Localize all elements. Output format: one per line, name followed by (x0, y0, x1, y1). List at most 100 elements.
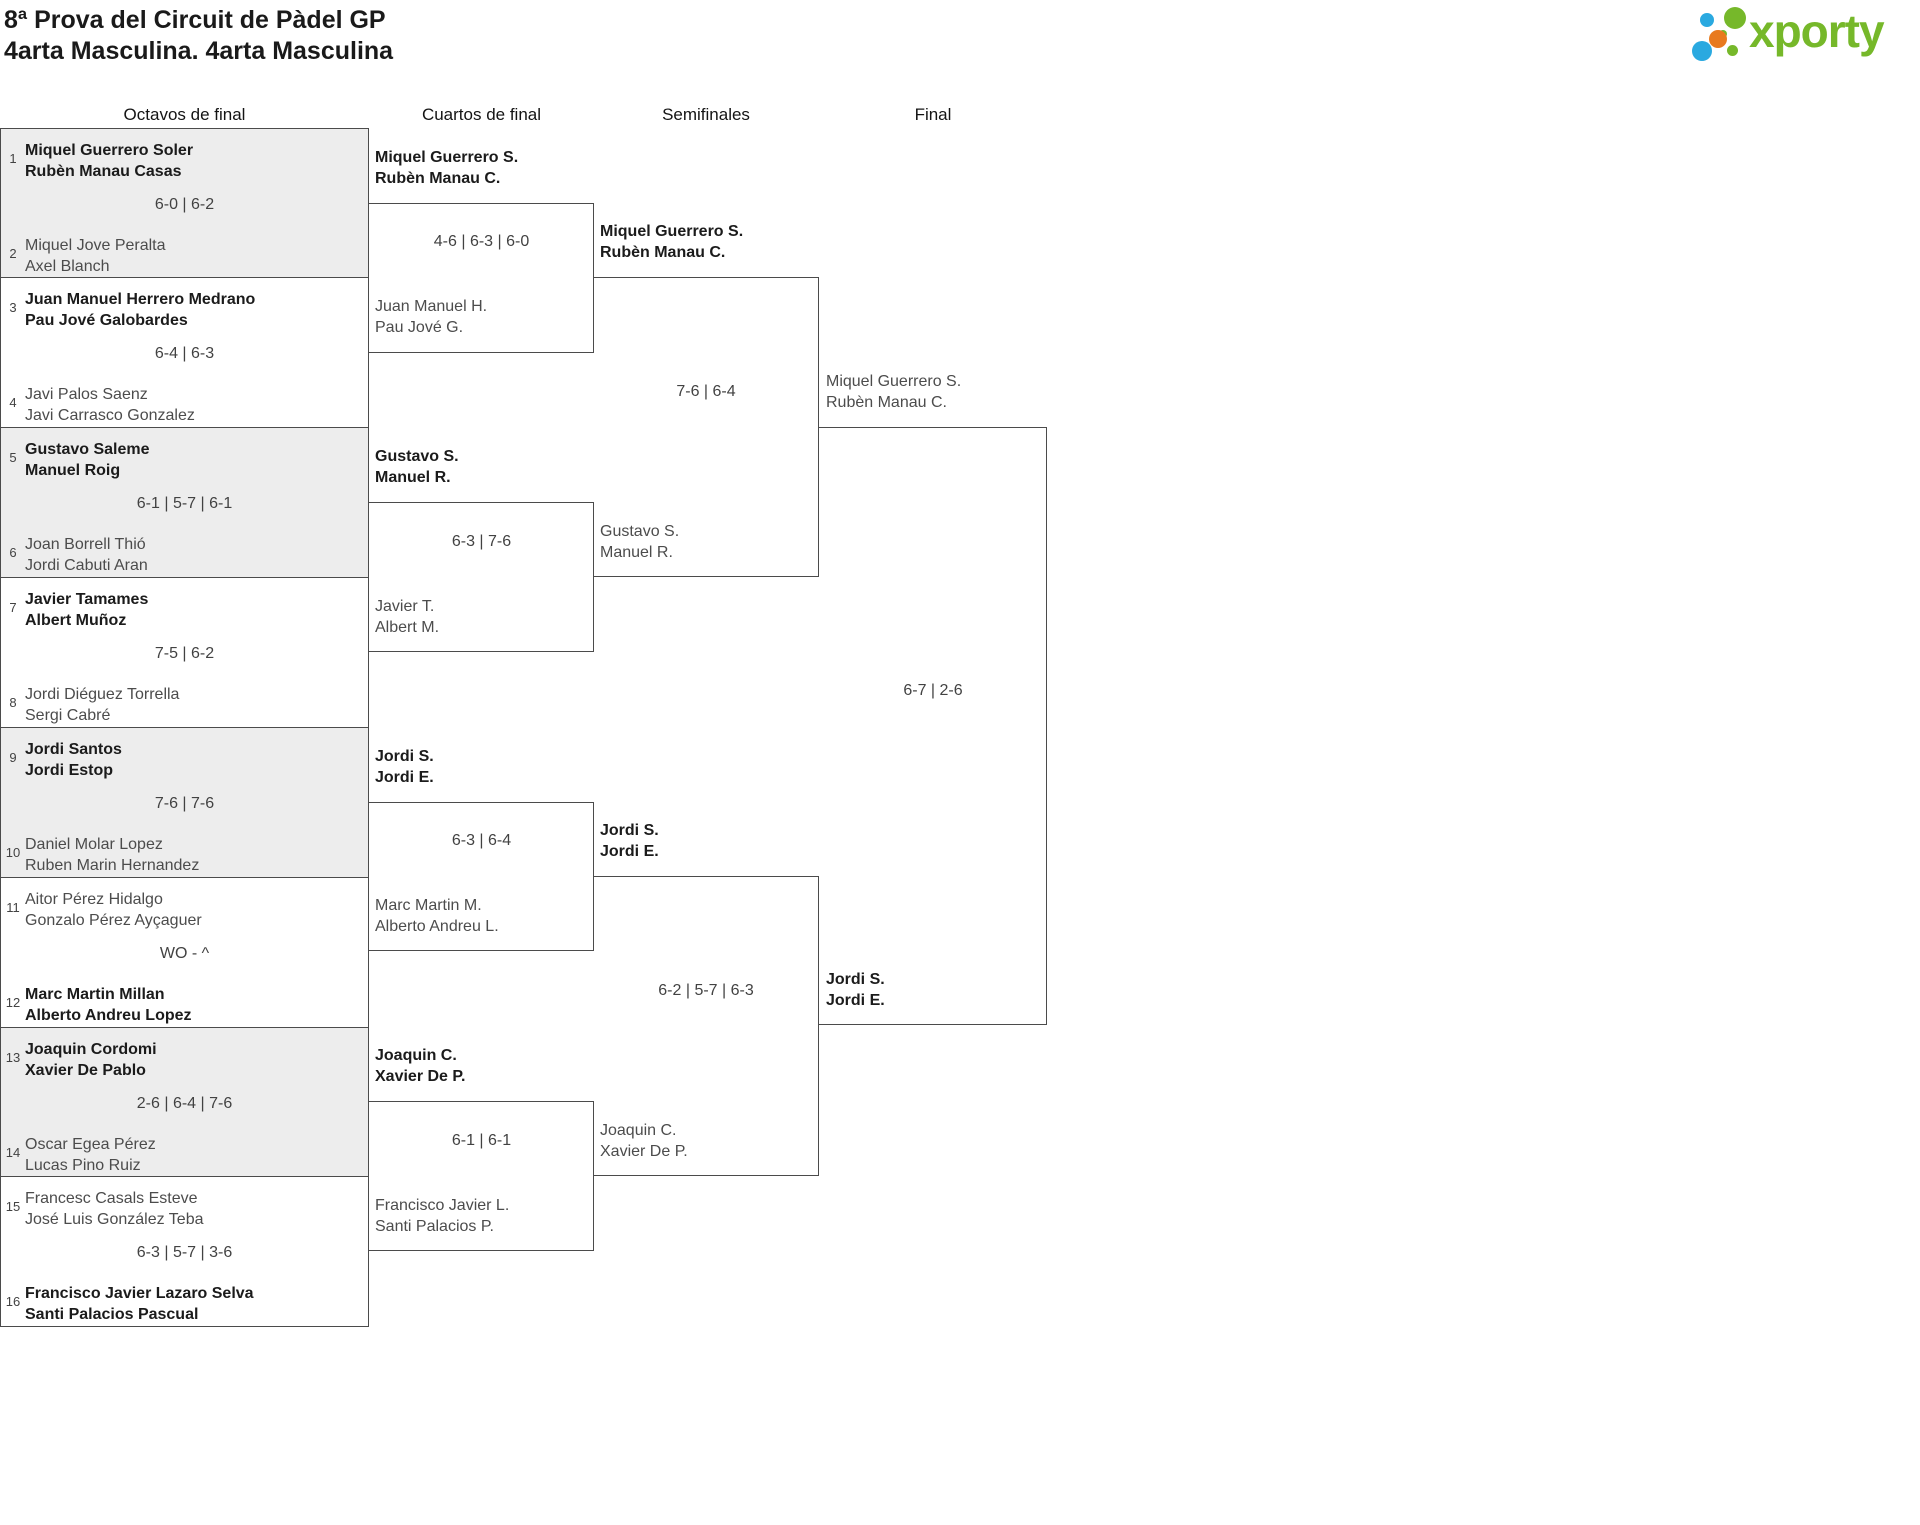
match-box-octavos-1: 1 Miquel Guerrero Soler Rubèn Manau Casa… (0, 128, 369, 278)
match-score: 6-1 | 6-1 (451, 1132, 512, 1149)
match-score: 6-3 | 6-4 (451, 832, 512, 849)
player-name: Alberto Andreu Lopez (25, 1007, 192, 1024)
player-name: Rubèn Manau Casas (25, 163, 182, 180)
team-name[interactable]: Miquel Guerrero S. Rubèn Manau C. (375, 147, 518, 189)
seed-number: 2 (9, 246, 17, 261)
player-name: Miquel Guerrero S. (826, 373, 962, 390)
team-name[interactable]: Joaquin C. Xavier De P. (600, 1120, 688, 1162)
player-name: Alberto Andreu L. (375, 918, 499, 935)
team-name[interactable]: Joaquin Cordomi Xavier De Pablo (25, 1039, 157, 1081)
team-name[interactable]: Joaquin C. Xavier De P. (375, 1045, 465, 1087)
team-name[interactable]: Javier T. Albert M. (375, 596, 439, 638)
player-name: Joan Borrell Thió (25, 536, 146, 553)
match-score: 6-2 | 5-7 | 6-3 (658, 982, 754, 999)
team-name[interactable]: Daniel Molar Lopez Ruben Marin Hernandez (25, 834, 199, 876)
player-name: Rubèn Manau C. (826, 394, 947, 411)
player-name: Santi Palacios Pascual (25, 1306, 199, 1323)
team-name[interactable]: Miquel Guerrero Soler Rubèn Manau Casas (25, 140, 193, 182)
team-name[interactable]: Gustavo S. Manuel R. (600, 521, 679, 563)
player-name: Xavier De P. (600, 1143, 688, 1160)
match-box-octavos-3: 5 Gustavo Saleme Manuel Roig 6-1 | 5-7 |… (0, 427, 369, 578)
team-name[interactable]: Juan Manuel H. Pau Jové G. (375, 296, 487, 338)
team-name[interactable]: Francesc Casals Esteve José Luis Gonzále… (25, 1188, 203, 1230)
match-score: 2-6 | 6-4 | 7-6 (136, 1095, 233, 1112)
seed-number: 3 (9, 300, 17, 315)
match-score: 7-6 | 7-6 (154, 795, 215, 812)
team-name[interactable]: Javi Palos Saenz Javi Carrasco Gonzalez (25, 384, 195, 426)
player-name: Aitor Pérez Hidalgo (25, 891, 163, 908)
seed-number: 11 (6, 900, 20, 915)
team-name[interactable]: Marc Martin Millan Alberto Andreu Lopez (25, 984, 192, 1026)
match-score: 6-0 | 6-2 (154, 196, 215, 213)
seed-number: 15 (5, 1199, 21, 1214)
round-header-final: Final (914, 105, 952, 124)
logo-dot-orange (1709, 30, 1727, 48)
team-name[interactable]: Joan Borrell Thió Jordi Cabuti Aran (25, 534, 148, 576)
player-name: Marc Martin M. (375, 897, 482, 914)
team-name[interactable]: Gustavo S. Manuel R. (375, 446, 459, 488)
player-name: Miquel Guerrero S. (375, 149, 519, 166)
player-name: Joaquin Cordomi (25, 1041, 157, 1058)
player-name: Jordi S. (826, 971, 885, 988)
player-name: Javier Tamames (25, 591, 149, 608)
logo-dot-blue-small (1700, 13, 1714, 27)
match-score: 7-6 | 6-4 (676, 383, 736, 400)
team-name[interactable]: Aitor Pérez Hidalgo Gonzalo Pérez Ayçagu… (25, 889, 202, 931)
match-score: 7-5 | 6-2 (154, 645, 215, 662)
seed-number: 4 (9, 395, 17, 410)
team-name[interactable]: Jordi Santos Jordi Estop (25, 739, 122, 781)
player-name: Gustavo S. (600, 523, 680, 540)
team-name[interactable]: Javier Tamames Albert Muñoz (25, 589, 148, 631)
xporty-logo[interactable]: xporty (1685, 2, 1920, 66)
seed-number: 13 (5, 1050, 21, 1065)
player-name: Sergi Cabré (25, 707, 111, 724)
team-name[interactable]: Francisco Javier Lazaro Selva Santi Pala… (25, 1283, 254, 1325)
player-name: Miquel Jove Peralta (25, 237, 166, 254)
match-box-cuartos-1 (369, 203, 594, 353)
player-name: Rubèn Manau C. (600, 244, 726, 261)
team-name[interactable]: Miquel Guerrero S. Rubèn Manau C. (600, 221, 743, 263)
player-name: Gustavo S. (375, 448, 459, 465)
player-name: Jordi E. (375, 769, 434, 786)
player-name: Xavier De P. (375, 1068, 466, 1085)
player-name: Jordi S. (375, 748, 434, 765)
match-box-final (819, 427, 1047, 1025)
player-name: Pau Jové Galobardes (25, 312, 188, 329)
player-name: Jordi Estop (25, 762, 114, 779)
team-name[interactable]: Jordi S. Jordi E. (826, 969, 885, 1011)
match-box-octavos-8: 15 Francesc Casals Esteve José Luis Gonz… (0, 1176, 369, 1327)
team-name[interactable]: Jordi S. Jordi E. (375, 746, 434, 788)
player-name: Marc Martin Millan (25, 986, 165, 1003)
player-name: Javi Palos Saenz (25, 386, 148, 403)
team-name[interactable]: Juan Manuel Herrero Medrano Pau Jové Gal… (25, 289, 255, 331)
seed-number: 6 (9, 545, 17, 560)
player-name: Juan Manuel H. (375, 298, 488, 315)
player-name: Ruben Marin Hernandez (25, 857, 200, 874)
player-name: Jordi Cabuti Aran (25, 557, 148, 574)
team-name[interactable]: Gustavo Saleme Manuel Roig (25, 439, 150, 481)
match-box-octavos-4: 7 Javier Tamames Albert Muñoz 7-5 | 6-2 … (0, 577, 369, 728)
logo-dot-blue-large (1692, 41, 1712, 61)
team-name[interactable]: Oscar Egea Pérez Lucas Pino Ruiz (25, 1134, 156, 1176)
player-name: Jordi Santos (25, 741, 122, 758)
player-name: Manuel R. (375, 469, 451, 486)
player-name: Jordi Diéguez Torrella (25, 686, 180, 703)
seed-number: 8 (9, 695, 17, 710)
match-score: 6-1 | 5-7 | 6-1 (136, 495, 233, 512)
team-name[interactable]: Francisco Javier L. Santi Palacios P. (375, 1195, 509, 1237)
team-name[interactable]: Marc Martin M. Alberto Andreu L. (375, 895, 499, 937)
player-name: Juan Manuel Herrero Medrano (25, 291, 256, 308)
seed-number: 12 (5, 995, 21, 1010)
player-name: Pau Jové G. (375, 319, 464, 336)
team-name[interactable]: Miquel Jove Peralta Axel Blanch (25, 235, 166, 277)
team-name[interactable]: Jordi S. Jordi E. (600, 820, 659, 862)
logo-dot-green-small (1727, 45, 1738, 56)
player-name: Francisco Javier Lazaro Selva (25, 1285, 254, 1302)
match-score: 6-7 | 2-6 (903, 682, 963, 699)
player-name: Santi Palacios P. (375, 1218, 494, 1235)
player-name: Rubèn Manau C. (375, 170, 501, 187)
round-header-semifinales: Semifinales (662, 105, 750, 124)
team-name[interactable]: Jordi Diéguez Torrella Sergi Cabré (25, 684, 179, 726)
team-name[interactable]: Miquel Guerrero S. Rubèn Manau C. (826, 371, 961, 413)
match-box-cuartos-4 (369, 1101, 594, 1251)
